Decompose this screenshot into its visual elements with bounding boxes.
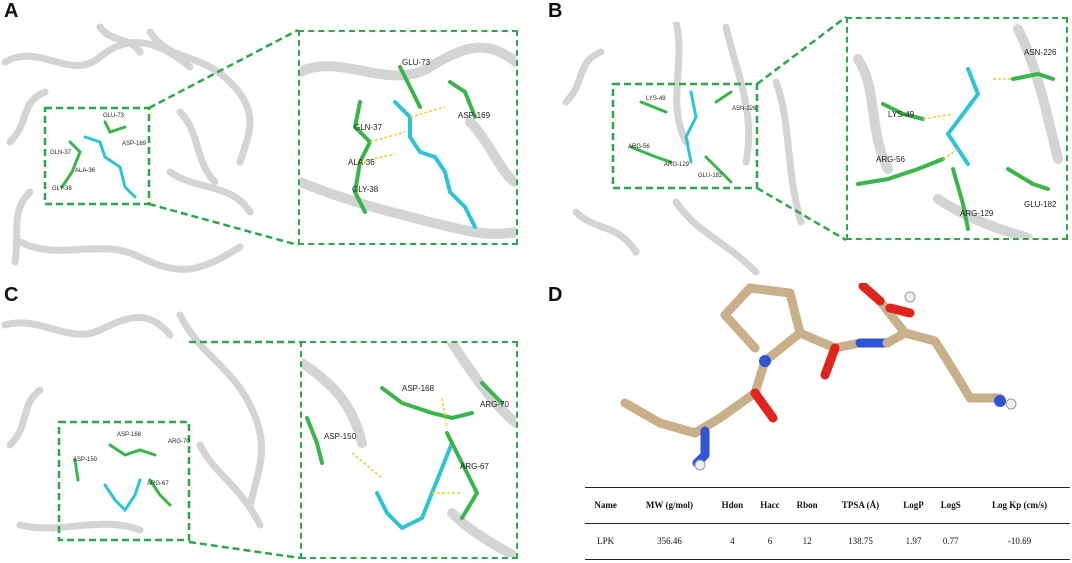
table-rule-bottom: [585, 559, 1070, 560]
column-header: LogP: [903, 500, 924, 510]
residue-label: GLU-182: [698, 173, 723, 179]
hydrogen-atom: [694, 459, 706, 471]
panel-a-overview-svg: GLU-73 GLN-37 ASP-169 ALA-36 GLY-38: [1, 23, 254, 273]
column-header: Name: [594, 500, 617, 510]
panel-d-ligand-structure: [605, 283, 1045, 478]
panel-letter-c: C: [4, 284, 19, 306]
residue-label: GLU-182: [1024, 200, 1057, 209]
table-cell: 4: [730, 536, 735, 546]
panel-c-zoom: ASP-168 ARG-70 ASP-150 ARG-67: [300, 341, 518, 559]
residue-label: GLY-38: [352, 185, 379, 194]
nitrogen-atom: [759, 355, 771, 367]
residue-label: ARG-129: [960, 209, 994, 218]
panel-c-connector-lines: [188, 340, 301, 560]
column-header: Hacc: [760, 500, 780, 510]
column-header: Log Kp (cm/s): [992, 500, 1048, 510]
column-header: Hdon: [721, 500, 744, 510]
panel-b-overview: LYS-49 ASN-226 ARG-56 ARG-129 GLU-182: [556, 22, 812, 280]
residue-label: ASP-168: [402, 384, 435, 393]
panel-letter-d: D: [548, 284, 563, 306]
column-header: MW (g/mol): [645, 500, 693, 510]
residue-label: LYS-49: [646, 96, 666, 102]
residue-label: GLY-38: [52, 186, 72, 192]
panel-a-connector-lines: [148, 28, 299, 247]
table-cell: 138.75: [848, 536, 873, 546]
residue-label: ARG-56: [628, 144, 650, 150]
panel-a-overview: GLU-73 GLN-37 ASP-169 ALA-36 GLY-38: [0, 22, 262, 280]
panel-letter-b: B: [548, 0, 563, 22]
ligand-3d-model: [620, 283, 1017, 471]
panel-a-zoom: GLU-73 ASP-169 GLN-37 ALA-36 GLY-38: [298, 30, 518, 245]
residue-label: GLN-37: [354, 123, 383, 132]
panel-b-connector-lines: [756, 16, 847, 242]
panel-c-overview-svg: ASP-168 ARG-70 ASP-150 ARG-67: [1, 311, 265, 542]
table-rule-top: [585, 487, 1070, 488]
table-row: LPK 356.46 4 6 12 138.75 1.97 0.77 -10.6…: [585, 523, 1070, 559]
panel-b-overview-svg: LYS-49 ASN-226 ARG-56 ARG-129 GLU-182: [562, 22, 805, 276]
residue-label: ARG-67: [460, 462, 489, 471]
table-header-row: Name MW (g/mol) Hdon Hacc Rbon TPSA (Å) …: [585, 487, 1070, 523]
table-cell: 6: [767, 536, 773, 546]
table-cell: LPK: [597, 536, 615, 546]
residue-label: ASP-169: [458, 111, 491, 120]
column-header: Rbon: [796, 500, 818, 510]
table-cell: 12: [802, 536, 812, 546]
residue-label: GLU-73: [402, 58, 431, 67]
panel-b-zoom: ASN-226 LYS-49 ARG-56 ARG-129 GLU-182: [846, 17, 1068, 240]
column-header: TPSA (Å): [841, 500, 880, 510]
column-header: LogS: [940, 500, 961, 510]
zoom-region-box: [43, 106, 151, 206]
panel-letter-a: A: [4, 0, 19, 22]
nitrogen-atom: [994, 395, 1006, 407]
residue-label: ALA-36: [75, 168, 96, 174]
residue-label: ARG-70: [480, 400, 509, 409]
residue-label: ARG-70: [168, 439, 190, 445]
panel-c-zoom-svg: ASP-168 ARG-70 ASP-150 ARG-67: [302, 343, 516, 557]
table-cell: 0.77: [942, 536, 959, 546]
residue-label: ARG-56: [876, 155, 905, 164]
residue-label: ASP-150: [73, 457, 98, 463]
panel-b-zoom-svg: ASN-226 LYS-49 ARG-56 ARG-129 GLU-182: [853, 24, 1063, 238]
residue-label: GLU-73: [103, 113, 125, 119]
residue-label: LYS-49: [888, 110, 915, 119]
panel-a-zoom-svg: GLU-73 ASP-169 GLN-37 ALA-36 GLY-38: [300, 42, 516, 239]
residue-label: ASP-150: [324, 432, 357, 441]
table-cell: 356.46: [657, 536, 682, 546]
residue-label: GLN-37: [50, 150, 72, 156]
residue-label: ASP-168: [117, 432, 142, 438]
hydrogen-atom: [904, 291, 916, 303]
residue-label: ARG-67: [147, 481, 169, 487]
table-cell: 1.97: [905, 536, 922, 546]
residue-label: ARG-129: [664, 162, 690, 168]
residue-label: ASP-169: [122, 141, 147, 147]
residue-label: ASN-226: [732, 106, 757, 112]
physicochemical-properties-table: Name MW (g/mol) Hdon Hacc Rbon TPSA (Å) …: [585, 487, 1070, 559]
docked-ligand: [60, 120, 137, 199]
residue-label: ALA-36: [348, 158, 375, 167]
table-rule-mid: [585, 523, 1070, 524]
hydrogen-atom: [1005, 398, 1017, 410]
residue-label: ASN-226: [1024, 48, 1057, 57]
table-cell: -10.69: [1007, 536, 1032, 546]
protein-ribbons: [1, 23, 254, 273]
panel-c-overview: ASP-168 ARG-70 ASP-150 ARG-67: [0, 305, 276, 543]
